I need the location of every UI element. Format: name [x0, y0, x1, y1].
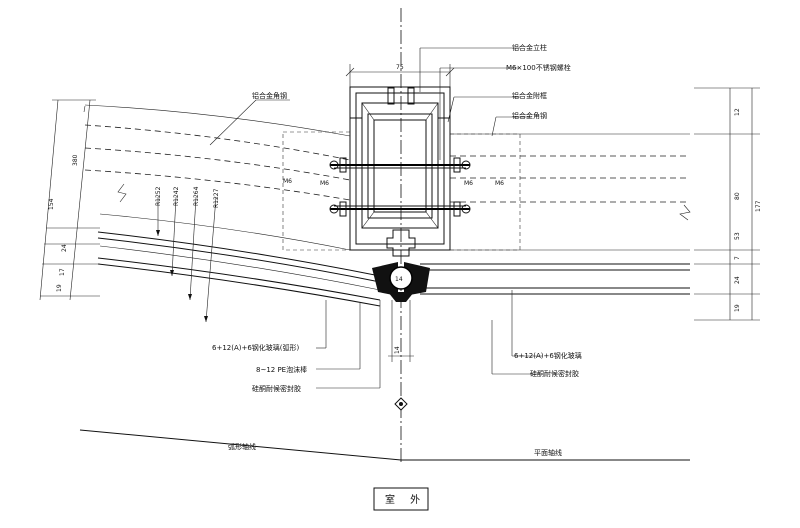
- radius-leaders: [156, 196, 217, 323]
- bolts: [329, 157, 471, 217]
- left-dimensions: [39, 99, 100, 301]
- left-small-dim-2: 17: [59, 268, 66, 276]
- right-top-dim: 12: [734, 108, 741, 116]
- label-aluminum-mullion: 铝合金立柱: [512, 43, 547, 52]
- left-curved-frame: [84, 104, 351, 251]
- bolt-tag-3: M6: [464, 180, 473, 187]
- label-alum-angle-right: 铝合金角钢: [512, 111, 547, 120]
- top-width-dim: 75: [396, 64, 404, 71]
- bolt-tag-4: M6: [495, 180, 504, 187]
- axis-label-left: 弧形轴线: [228, 442, 256, 451]
- radius-tag-4: R1227: [213, 188, 220, 208]
- bolt-tag-1: M6: [283, 178, 292, 185]
- right-straight-glass: [420, 263, 690, 295]
- radius-tag-1: R1252: [155, 186, 162, 206]
- left-main-dim: 380: [72, 154, 79, 166]
- label-alum-angle-left: 铝合金角钢: [252, 91, 287, 100]
- label-bolt: M6×100不锈钢螺栓: [506, 63, 571, 72]
- label-right-misc: 硅酮耐候密封胶: [530, 369, 579, 378]
- right-straight-frame: [449, 133, 691, 251]
- right-mid-dim: 53: [734, 232, 741, 240]
- axis-marker: [394, 397, 408, 411]
- label-alum-frame: 铝合金附框: [512, 91, 547, 100]
- gap-dimension: [388, 300, 414, 362]
- label-rod: 8~12 PE泡沫棒: [256, 365, 307, 374]
- bottom-leaders: [316, 290, 542, 389]
- axis-label-right: 平面轴线: [534, 448, 562, 457]
- right-dimensions: [694, 87, 760, 321]
- left-small-dim-1: 24: [61, 244, 68, 252]
- label-glass-right: 6+12(A)+6钢化玻璃: [514, 351, 582, 360]
- outdoor-box: [373, 487, 429, 511]
- bolt-tag-2: M6: [320, 180, 329, 187]
- radius-tag-3: R1264: [193, 186, 200, 206]
- left-curved-glass: [97, 231, 381, 307]
- label-sealant: 硅酮耐候密封胶: [252, 384, 301, 393]
- right-small-dim-2: 24: [734, 276, 741, 284]
- left-small-dim-3: 19: [56, 284, 63, 292]
- gap-dim: 14: [394, 346, 401, 354]
- top-dimension: 75: [345, 64, 455, 90]
- aluminum-mullion: [349, 86, 451, 257]
- right-small-dim-3: 19: [734, 304, 741, 312]
- outdoor-label: 室 外: [385, 493, 426, 506]
- right-total-dim: 177: [755, 200, 762, 212]
- right-main-dim: 80: [734, 192, 741, 200]
- radius-tag-2: R1242: [173, 186, 180, 206]
- left-break-symbol: [117, 183, 127, 203]
- left-total-dim: 154: [48, 198, 55, 210]
- label-glass-left: 6+12(A)+6钢化玻璃(弧形): [212, 343, 300, 352]
- rod-label-inner: 14: [395, 276, 403, 283]
- axis-lines: [79, 429, 690, 461]
- right-small-dim-1: 7: [734, 256, 741, 260]
- sealant-joint: 14: [372, 262, 430, 302]
- top-leaders: [209, 47, 530, 160]
